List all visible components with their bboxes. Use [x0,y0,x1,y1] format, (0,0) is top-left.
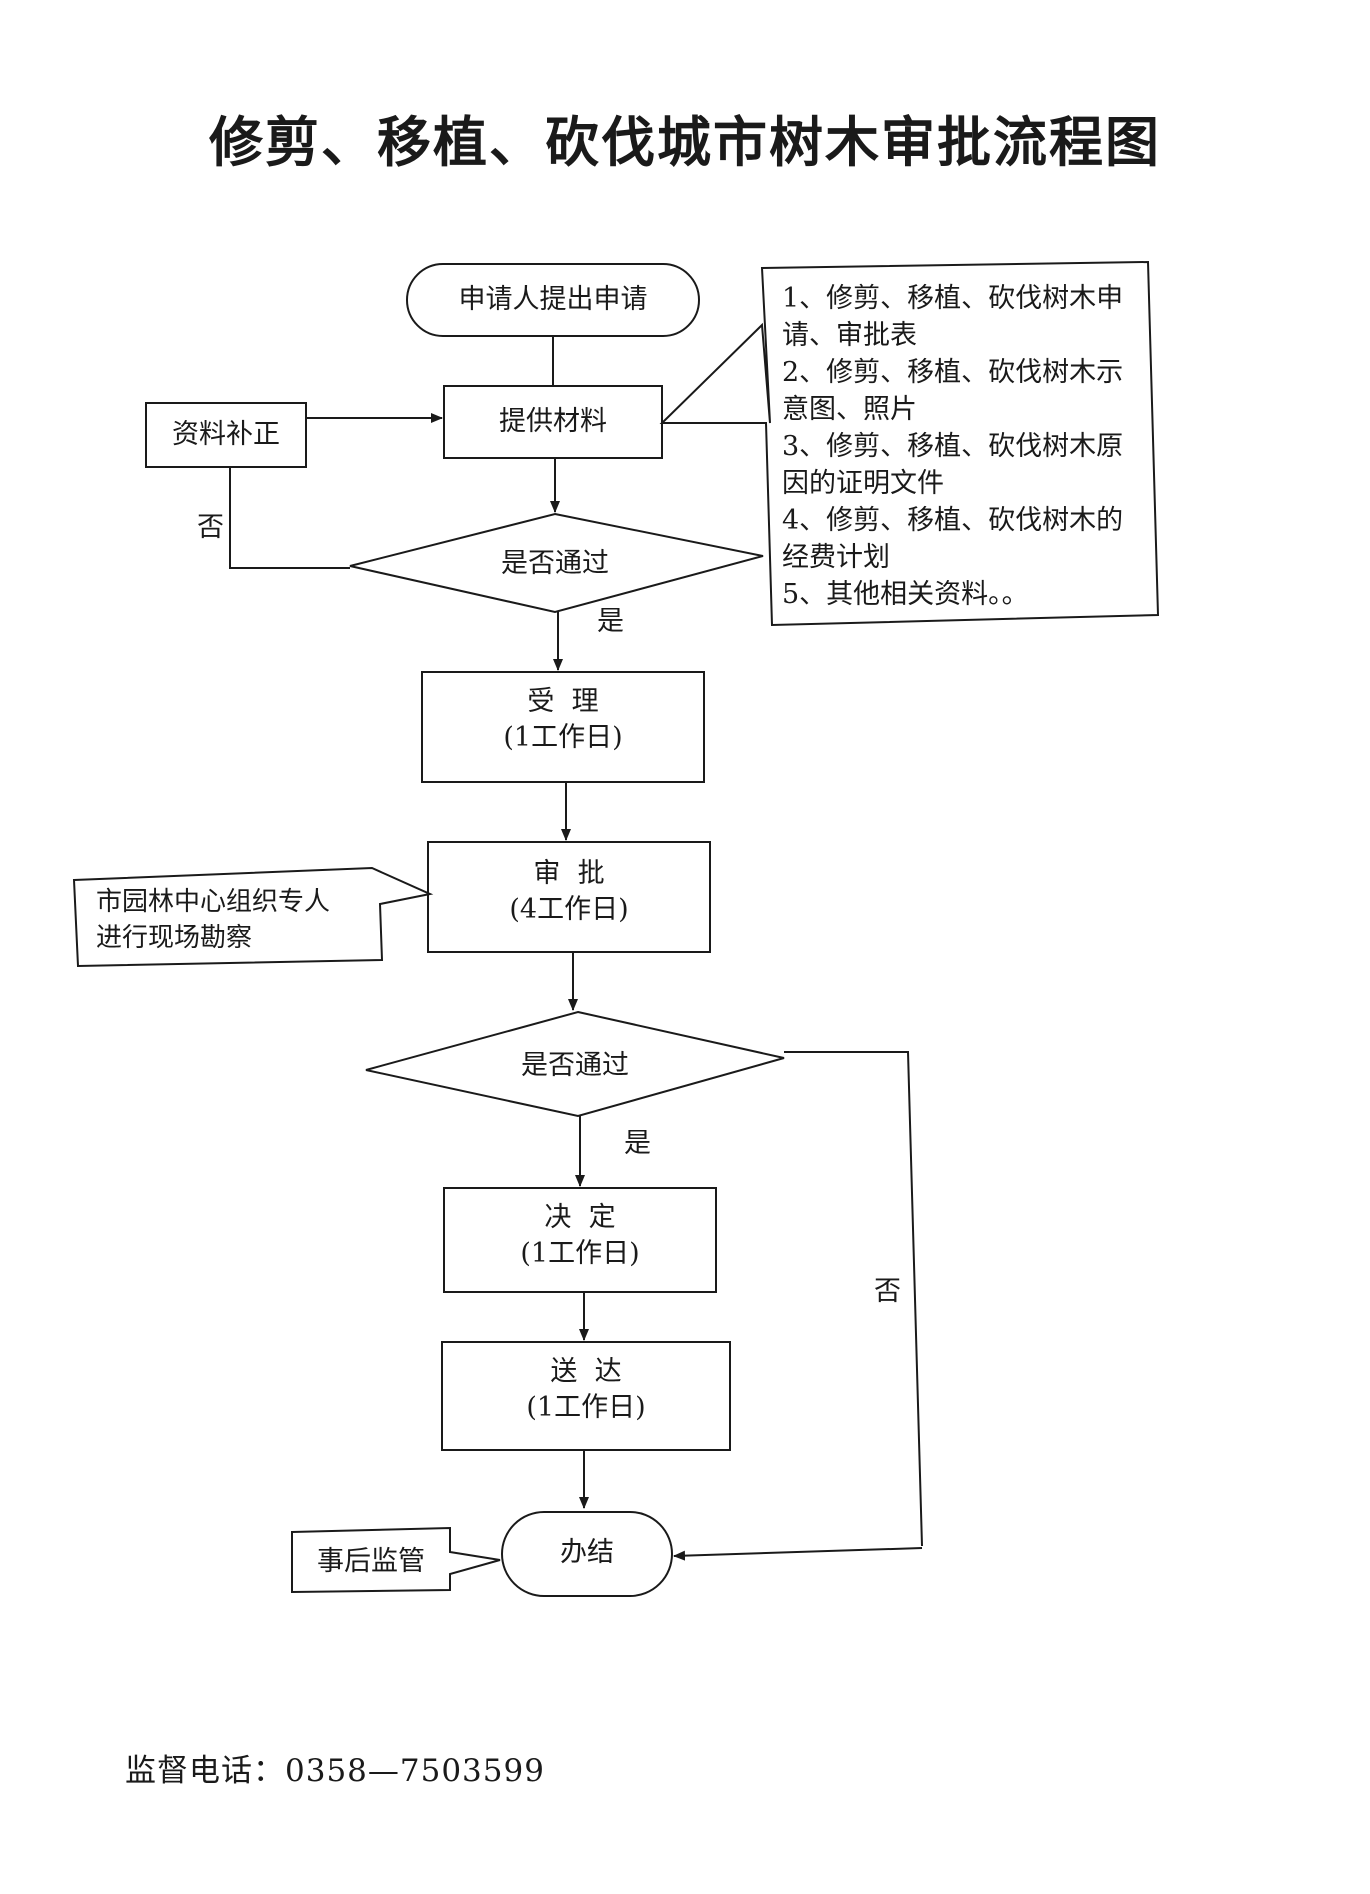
start-label: 申请人提出申请 [458,284,648,315]
supervision-callout [291,1526,501,1594]
supplement-label: 资料补正 [172,419,280,450]
approve-duration: (4工作日) [509,894,629,925]
materials-line: 4、修剪、移植、砍伐树木的 [782,505,1124,536]
approve-name: 审 批 [533,858,605,889]
decide-name: 决 定 [544,1202,616,1233]
deliver-duration: (1工作日) [526,1392,646,1423]
materials-line: 经费计划 [782,542,890,573]
end-terminal [501,1511,673,1597]
approve-box [427,841,711,953]
check1-label: 是否通过 [501,548,609,579]
supervision-phone: 监督电话：0358—7503599 [125,1753,545,1789]
supervision-label: 事后监管 [317,1546,425,1577]
decide-duration: (1工作日) [520,1238,640,1269]
materials-line: 1、修剪、移植、砍伐树木申 [782,283,1124,314]
check1-diamond [349,512,764,614]
yes-label-2: 是 [624,1128,651,1159]
decide-box [443,1187,717,1293]
materials-line: 因的证明文件 [782,468,944,499]
deliver-name: 送 达 [550,1356,622,1387]
accept-name: 受 理 [527,686,599,717]
materials-list: 1、修剪、移植、砍伐树木申 请、审批表 2、修剪、移植、砍伐树木示 意图、照片 … [782,280,1152,613]
materials-callout [659,260,1160,627]
accept-box [421,671,705,783]
provide-label: 提供材料 [499,406,607,437]
path-no1 [229,467,350,569]
survey-callout [72,866,434,968]
survey-note-line: 进行现场勘察 [96,923,253,953]
materials-line: 3、修剪、移植、砍伐树木原 [782,431,1124,462]
materials-line: 请、审批表 [782,320,917,351]
arrow-no2-end [673,1547,923,1561]
no-label-1: 否 [197,512,224,543]
check2-label: 是否通过 [521,1050,629,1081]
yes-label-1: 是 [597,606,624,637]
page-title: 修剪、移植、砍伐城市树木审批流程图 [209,111,1161,174]
materials-line: 意图、照片 [782,394,917,425]
end-label: 办结 [560,1537,614,1568]
no-label-2: 否 [874,1276,901,1307]
materials-line: 2、修剪、移植、砍伐树木示 [782,357,1124,388]
check2-diamond [365,1010,785,1118]
deliver-box [441,1341,731,1451]
accept-duration: (1工作日) [503,722,623,753]
survey-note: 市园林中心组织专人 进行现场勘察 [96,884,330,956]
materials-line: 5、其他相关资料。。 [782,579,1029,610]
survey-note-line: 市园林中心组织专人 [96,887,331,917]
supplement-box [145,402,307,468]
path-no2 [784,1051,923,1547]
